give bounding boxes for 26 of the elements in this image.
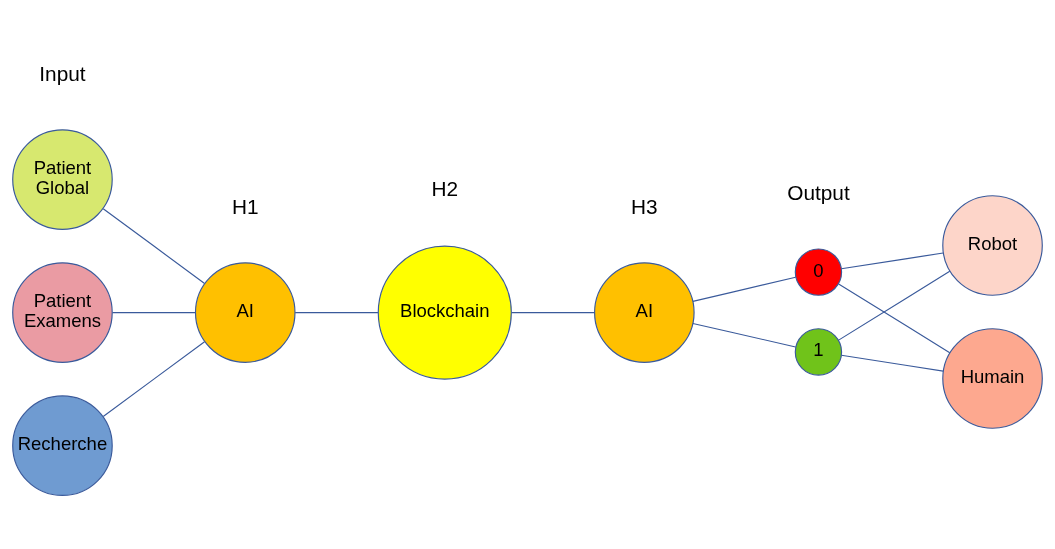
connector — [294, 311, 379, 313]
connector — [102, 340, 206, 417]
node-circle: Patient Examens — [12, 261, 113, 363]
label: H1 — [231, 194, 259, 218]
connector — [111, 311, 196, 313]
node-circle: Recherche — [12, 394, 113, 496]
connector — [511, 311, 595, 313]
connector — [838, 270, 951, 341]
node-circle: 1 — [794, 327, 843, 376]
node-circle: 0 — [794, 247, 843, 296]
node-circle: Humain — [942, 327, 1043, 429]
connector — [838, 282, 951, 353]
connector — [102, 207, 206, 284]
node-circle: AI — [594, 261, 695, 363]
node-circle: AI — [194, 261, 296, 363]
node-circle: Patient Global — [12, 128, 113, 230]
connector — [840, 251, 944, 269]
label: Output — [787, 180, 850, 204]
label: Input — [39, 61, 86, 85]
connector — [840, 354, 944, 372]
connector — [692, 322, 797, 348]
label: H2 — [431, 176, 459, 200]
connector — [692, 276, 797, 302]
node-circle: Blockchain — [377, 245, 512, 380]
node-circle: Robot — [942, 194, 1043, 296]
label: H3 — [631, 194, 658, 218]
